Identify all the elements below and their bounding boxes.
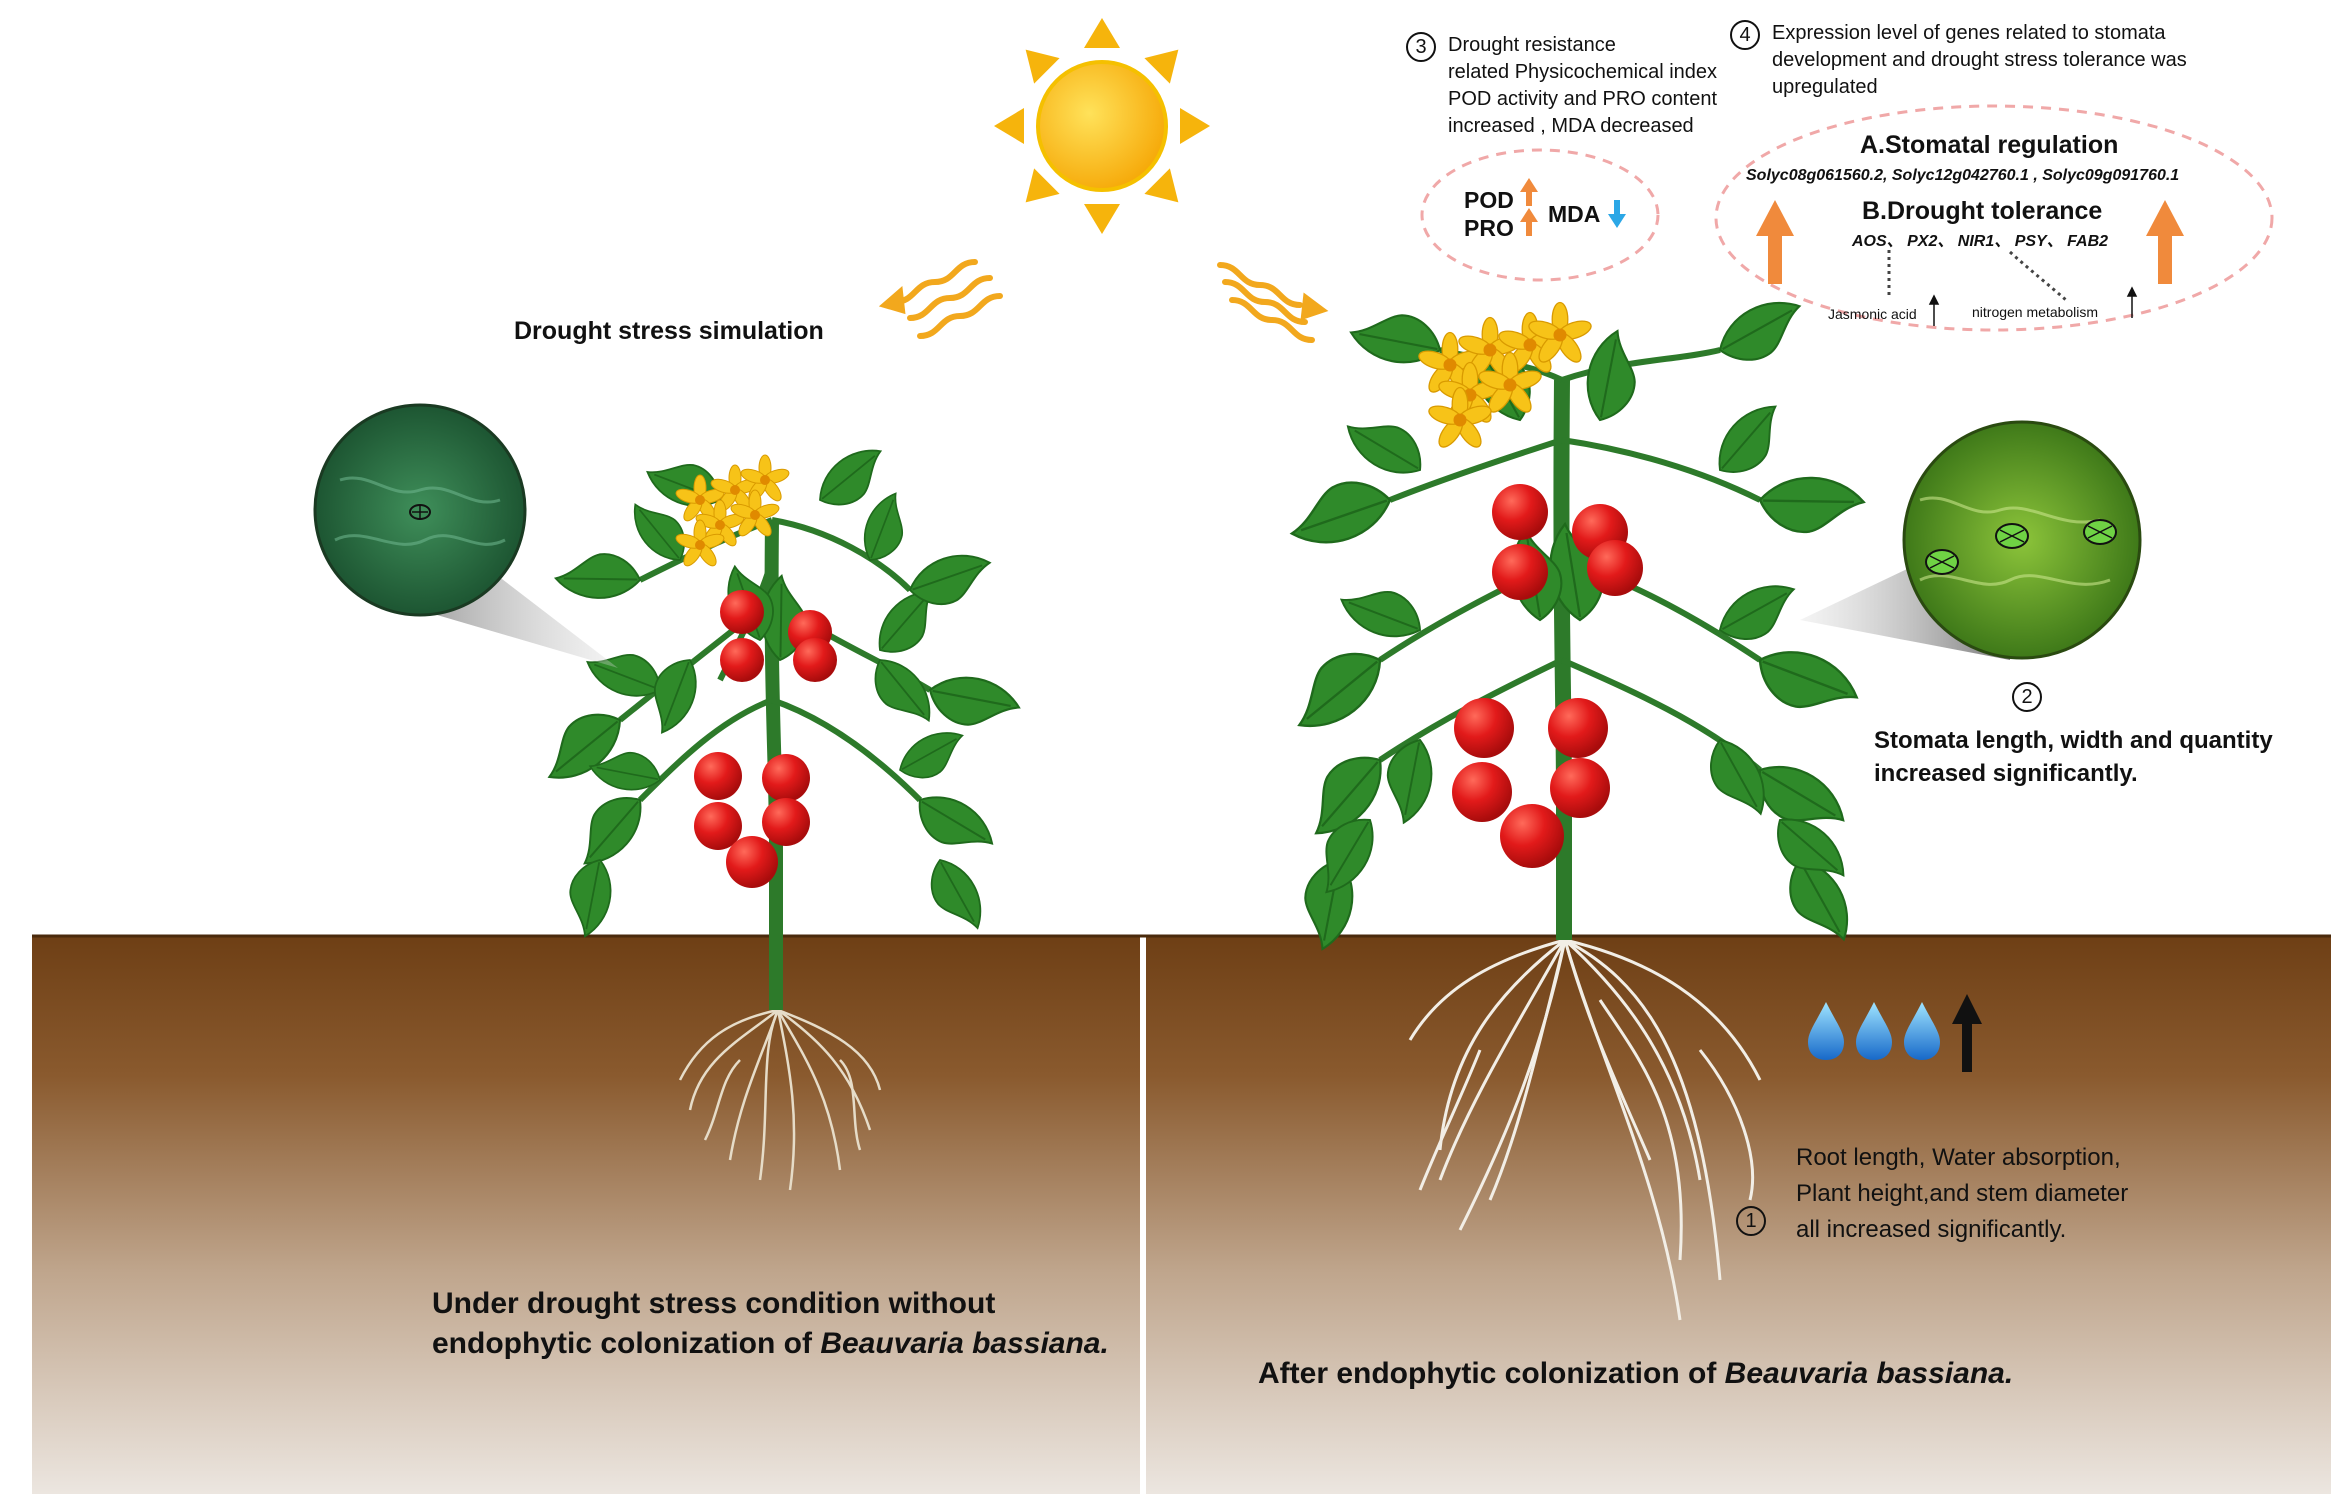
step-3-badge: 3 (1406, 32, 1436, 62)
drought-tolerance-title: B.Drought tolerance (1862, 197, 2103, 225)
plant-right (1277, 292, 1868, 1321)
water-drops-icon (1808, 1002, 1940, 1060)
nitrogen-metabolism-label: nitrogen metabolism (1972, 304, 2099, 320)
pathway-up-arrows-icon (1928, 286, 2138, 326)
physio-description: Drought resistance related Physicochemic… (1448, 34, 1718, 137)
stomatal-gene-list: Solyc08g061560.2, Solyc12g042760.1 , Sol… (1746, 167, 2180, 184)
pod-up-arrow-icon (1520, 178, 1538, 206)
gene-up-arrow-right-icon (2146, 200, 2184, 284)
genes-description: Expression level of genes related to sto… (1772, 22, 2187, 98)
genes-ellipse (1714, 104, 2274, 332)
step-1-badge: 1 (1736, 1206, 1766, 1236)
heat-wave-right-icon (1217, 262, 1329, 343)
mda-label: MDA (1548, 201, 1601, 227)
left-caption: Under drought stress condition without e… (432, 1287, 1109, 1360)
heat-wave-left-icon (878, 259, 1003, 339)
jasmonic-acid-label: Jasmonic acid (1828, 306, 1917, 322)
stomata-magnifier-left (313, 403, 527, 617)
stomatal-regulation-title: A.Stomatal regulation (1860, 131, 2119, 159)
plant-left (530, 440, 1025, 1191)
pod-label: POD (1464, 187, 1514, 213)
roots-right (1408, 938, 1762, 1321)
roots-left (678, 1008, 882, 1191)
sun-icon (994, 18, 1210, 234)
pro-up-arrow-icon (1520, 208, 1538, 236)
drought-gene-list: AOS、 PX2、 NIR1、 PSY、 FAB2 (1852, 233, 2109, 250)
tomatoes-right (1452, 484, 1643, 868)
gene-up-arrow-left-icon (1756, 200, 1794, 284)
soil-left (32, 936, 1140, 1494)
right-caption: After endophytic colonization of Beauvar… (1258, 1357, 2014, 1390)
increase-arrow-icon (1952, 994, 1982, 1072)
mda-down-arrow-icon (1608, 200, 1626, 228)
roots-result: Root length, Water absorption, Plant hei… (1796, 1144, 2129, 1243)
tomatoes-left (694, 590, 837, 888)
stomata-magnifier-right (1902, 420, 2142, 660)
stomata-result: Stomata length, width and quantity incre… (1874, 727, 2273, 787)
pro-label: PRO (1464, 215, 1514, 241)
drought-simulation-label: Drought stress simulation (514, 317, 824, 345)
physio-ellipse (1420, 148, 1660, 282)
step-4-badge: 4 (1730, 20, 1760, 50)
step-2-badge: 2 (2012, 682, 2042, 712)
